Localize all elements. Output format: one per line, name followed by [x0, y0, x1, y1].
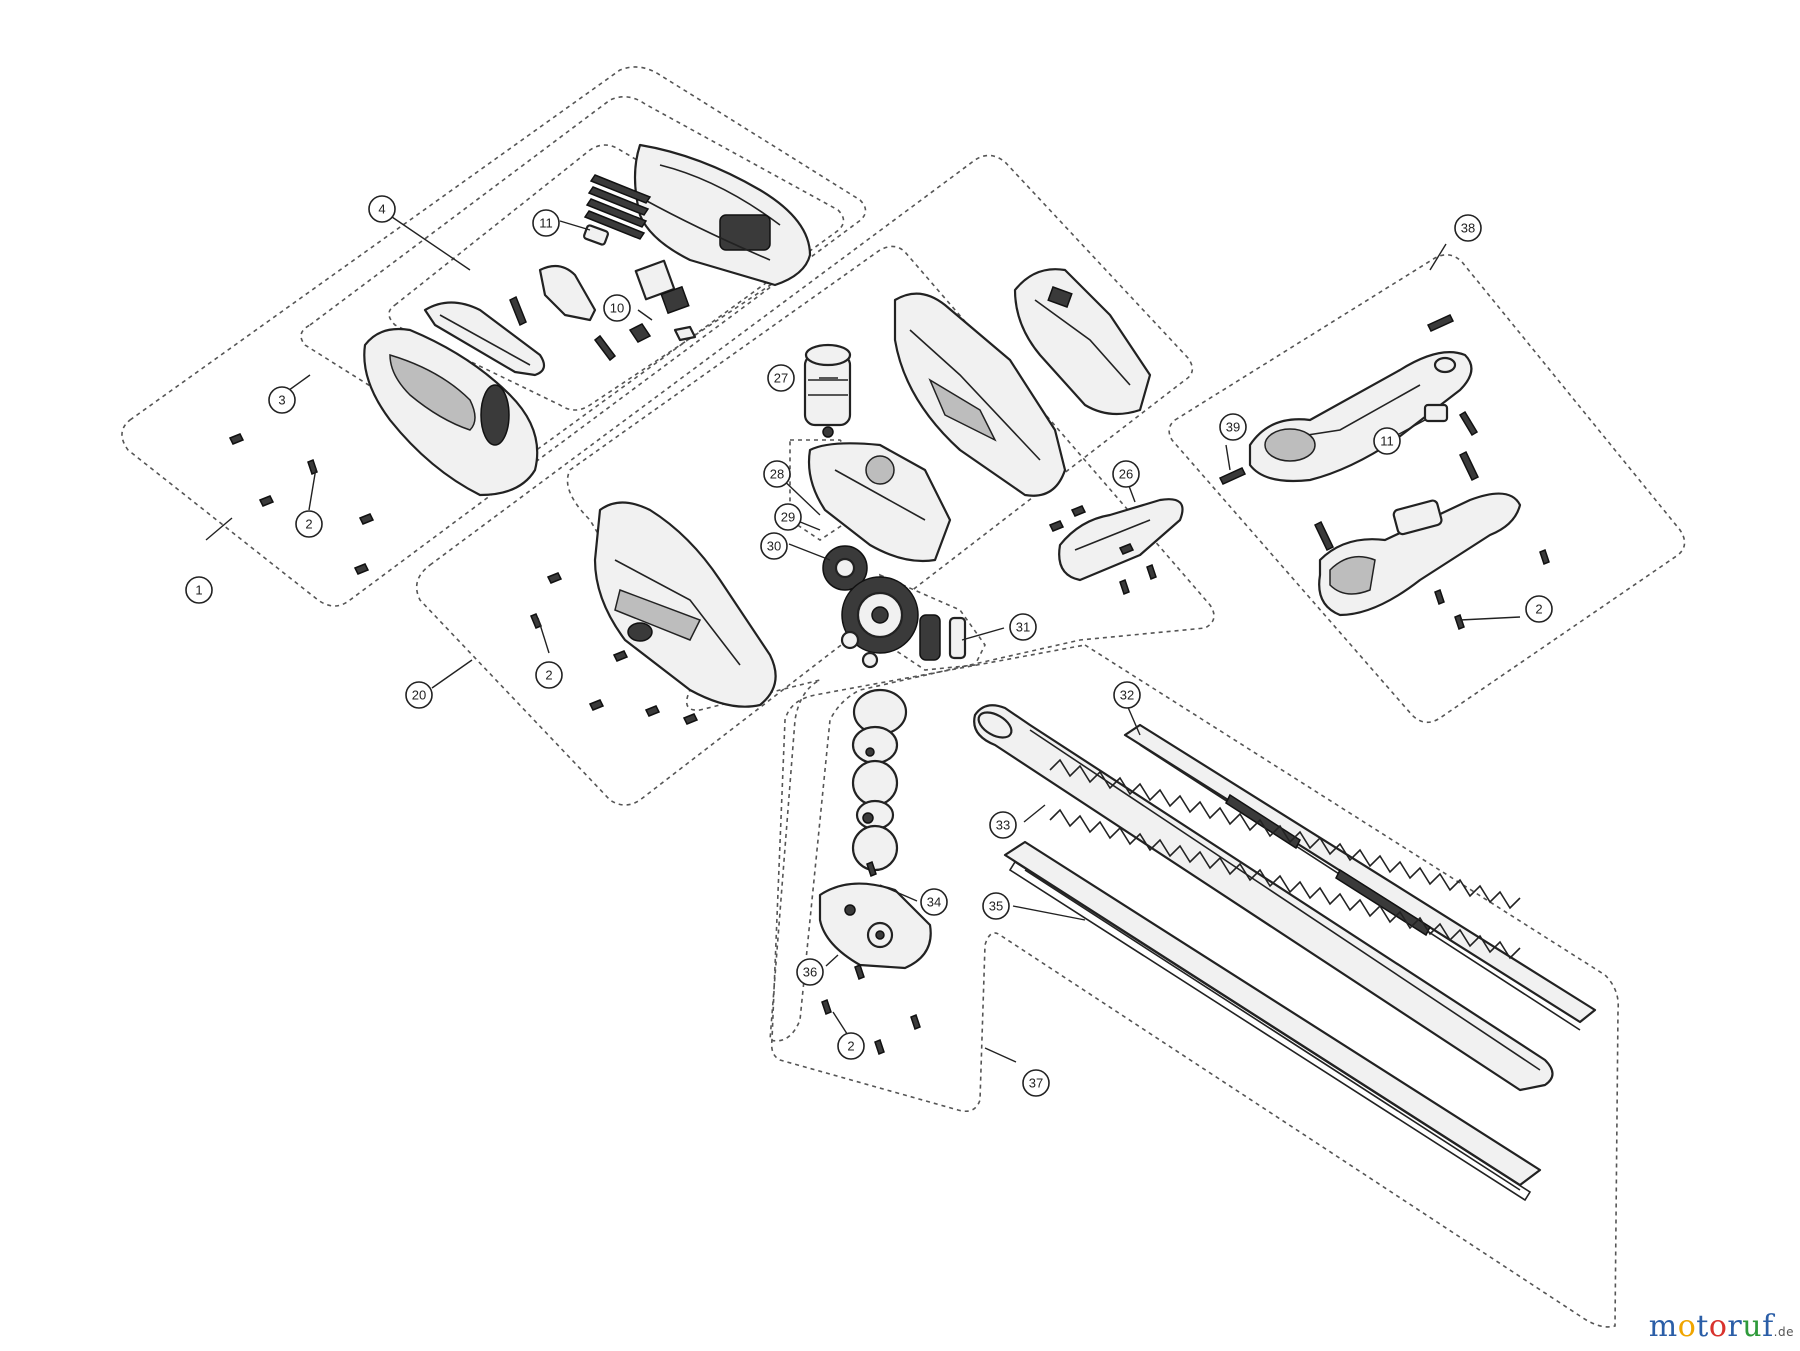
grip-cover	[423, 301, 546, 377]
watermark-tld: .de	[1773, 1325, 1794, 1339]
svg-text:33: 33	[996, 818, 1010, 833]
callout-30: 30	[760, 532, 788, 560]
group-outline-31	[878, 573, 986, 671]
callout-38: 38	[1454, 214, 1482, 242]
callout-33: 33	[989, 811, 1017, 839]
svg-text:34: 34	[927, 895, 941, 910]
svg-text:31: 31	[1016, 620, 1030, 635]
callout-39: 39	[1219, 413, 1247, 441]
callout-1: 1	[185, 576, 213, 604]
handle-switch-and-springs	[1314, 403, 1479, 552]
callout-36: 36	[796, 958, 824, 986]
callout-3: 3	[268, 386, 296, 414]
watermark-letter: o	[1708, 1309, 1728, 1344]
callout-11: 11	[1373, 427, 1401, 455]
gearbox-housing	[807, 442, 952, 563]
leader-lines	[205, 216, 1521, 1063]
svg-text:26: 26	[1119, 467, 1133, 482]
blade-guard-32	[1123, 723, 1597, 1031]
svg-text:10: 10	[610, 301, 624, 316]
watermark-letter: t	[1696, 1309, 1709, 1344]
callout-2: 2	[1525, 595, 1553, 623]
callout-2: 2	[295, 510, 323, 538]
housing-half-left	[363, 327, 539, 497]
gear-cover-plate	[818, 882, 932, 970]
front-handle-lower	[1318, 492, 1522, 617]
svg-text:11: 11	[539, 216, 553, 231]
callout-27: 27	[767, 364, 795, 392]
svg-text:2: 2	[305, 517, 312, 532]
svg-text:29: 29	[781, 510, 795, 525]
callout-34: 34	[920, 888, 948, 916]
svg-text:1: 1	[195, 583, 202, 598]
spring-and-pin	[919, 614, 967, 661]
callout-35: 35	[982, 892, 1010, 920]
svg-text:20: 20	[412, 688, 426, 703]
callout-20: 20	[405, 681, 433, 709]
group-outline-38	[1168, 254, 1686, 724]
watermark-letter: f	[1762, 1309, 1774, 1344]
callout-2: 2	[535, 661, 563, 689]
callout-28: 28	[763, 460, 791, 488]
group-outline-28	[789, 439, 866, 541]
screws-group-20	[530, 572, 699, 725]
cutting-blade-33	[973, 704, 1554, 1092]
group-outline-37	[770, 644, 1620, 1328]
svg-text:30: 30	[767, 539, 781, 554]
svg-text:2: 2	[545, 668, 552, 683]
callout-32: 32	[1113, 681, 1141, 709]
callout-10: 10	[603, 294, 631, 322]
svg-text:2: 2	[1535, 602, 1542, 617]
svg-text:4: 4	[378, 202, 385, 217]
screws-left	[228, 433, 375, 575]
trigger-switch	[509, 264, 617, 362]
callout-4: 4	[368, 195, 396, 223]
svg-text:2: 2	[847, 1039, 854, 1054]
svg-text:36: 36	[803, 965, 817, 980]
callout-26: 26	[1112, 460, 1140, 488]
blade-guard-35	[1003, 840, 1542, 1202]
motoruf-watermark-logo: motoruf.de	[1649, 1309, 1794, 1344]
svg-text:35: 35	[989, 899, 1003, 914]
screws-group-36	[821, 861, 921, 1055]
screws-group-26	[1048, 505, 1157, 595]
callout-29: 29	[774, 503, 802, 531]
svg-text:3: 3	[278, 393, 285, 408]
watermark-letter: m	[1648, 1309, 1678, 1344]
watermark-letters: motoruf	[1649, 1309, 1774, 1344]
svg-text:11: 11	[1380, 434, 1394, 449]
side-cover-26	[1058, 498, 1184, 582]
watermark-letter: u	[1742, 1309, 1763, 1344]
svg-text:27: 27	[774, 371, 788, 386]
callout-11: 11	[532, 209, 560, 237]
svg-text:38: 38	[1461, 221, 1475, 236]
group-outline-20	[415, 154, 1194, 806]
svg-text:32: 32	[1120, 688, 1134, 703]
switch-module	[583, 224, 697, 343]
lower-housing	[593, 501, 777, 708]
group-outline-1	[121, 66, 867, 607]
svg-text:28: 28	[770, 467, 784, 482]
motor	[803, 343, 852, 438]
callout-37: 37	[1022, 1069, 1050, 1097]
gears-and-washers	[822, 545, 919, 872]
svg-text:37: 37	[1029, 1076, 1043, 1091]
watermark-letter: o	[1677, 1309, 1697, 1344]
front-handle-upper	[1248, 351, 1473, 483]
group-outline-inner	[566, 245, 1215, 1042]
callout-2: 2	[837, 1032, 865, 1060]
air-vent-grille	[583, 174, 652, 240]
motor-cover	[1013, 268, 1152, 416]
main-housing-right	[893, 292, 1067, 497]
watermark-letter: r	[1727, 1309, 1743, 1344]
part-number-callouts: 1 2 3 4 10 11 2 20 26 27 28 29 30 31 32 …	[185, 195, 1553, 1097]
screws-group-38	[1218, 314, 1550, 630]
callout-31: 31	[1009, 613, 1037, 641]
group-outline-3	[300, 96, 845, 468]
svg-text:39: 39	[1226, 420, 1240, 435]
